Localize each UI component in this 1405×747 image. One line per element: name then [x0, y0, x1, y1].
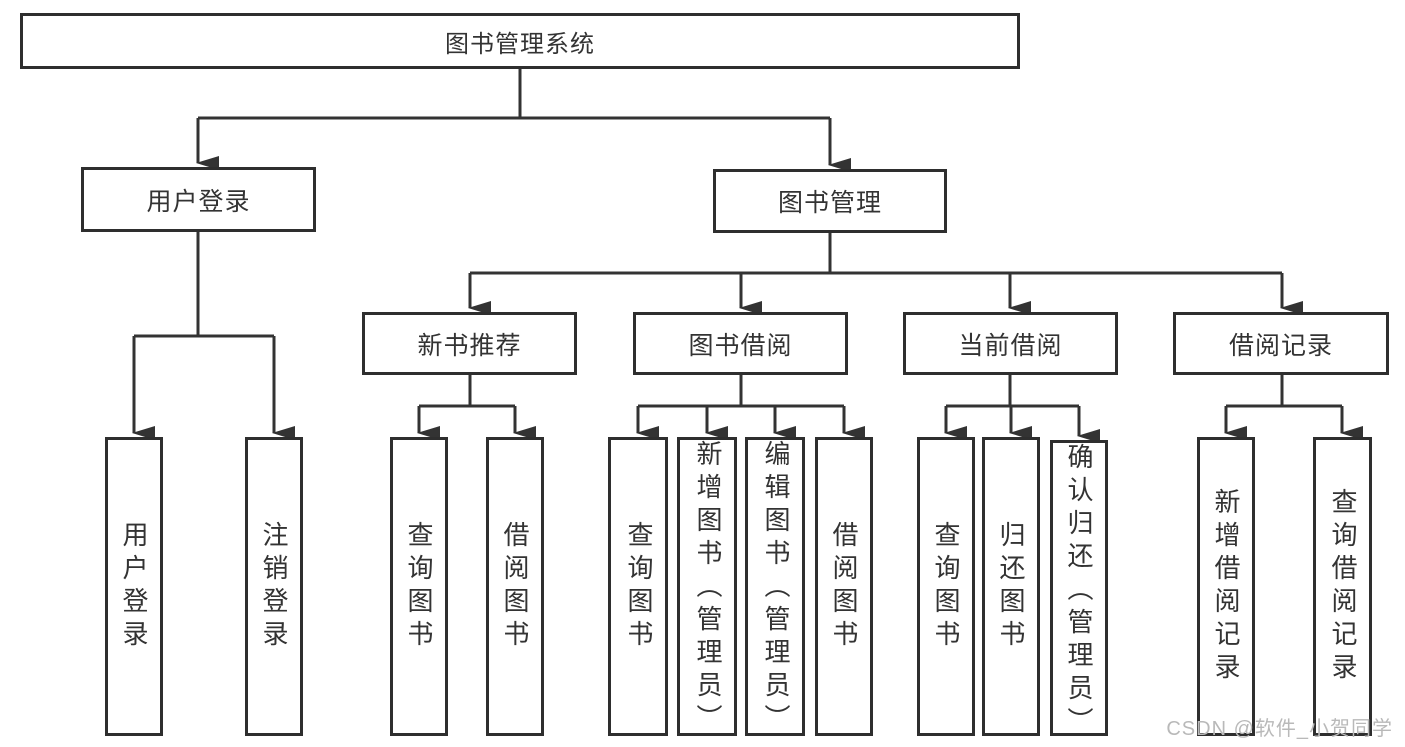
node-new-book-recommend: 新书推荐 — [362, 312, 577, 375]
leaf-newbooks-borrow-books: 借阅图书 — [486, 437, 544, 736]
leaf-bookborrow-query-books: 查询图书 — [608, 437, 668, 736]
leaf-bookborrow-edit-books-admin: 编辑图书（管理员） — [745, 437, 805, 736]
node-book-management: 图书管理 — [713, 169, 947, 233]
leaf-bookborrow-borrow-books: 借阅图书 — [815, 437, 873, 736]
leaf-bookborrow-add-books-admin: 新增图书（管理员） — [677, 437, 737, 736]
leaf-records-add-borrow-record: 新增借阅记录 — [1197, 437, 1255, 736]
leaf-records-query-borrow-record: 查询借阅记录 — [1313, 437, 1372, 736]
leaf-newbooks-query-books: 查询图书 — [390, 437, 448, 736]
leaf-logout: 注销登录 — [245, 437, 303, 736]
node-root-system: 图书管理系统 — [20, 13, 1020, 69]
node-current-borrow: 当前借阅 — [903, 312, 1118, 375]
node-book-borrow: 图书借阅 — [633, 312, 848, 375]
csdn-watermark: CSDN @软件_小贺同学 — [1166, 718, 1393, 740]
leaf-user-login: 用户登录 — [105, 437, 163, 736]
node-borrow-records: 借阅记录 — [1173, 312, 1389, 375]
leaf-currentborrow-query-books: 查询图书 — [917, 437, 975, 736]
connector-group — [132, 69, 1363, 443]
leaf-currentborrow-return-books: 归还图书 — [982, 437, 1040, 736]
node-user-login: 用户登录 — [81, 167, 316, 232]
leaf-currentborrow-confirm-return-admin: 确认归还（管理员） — [1050, 440, 1108, 736]
